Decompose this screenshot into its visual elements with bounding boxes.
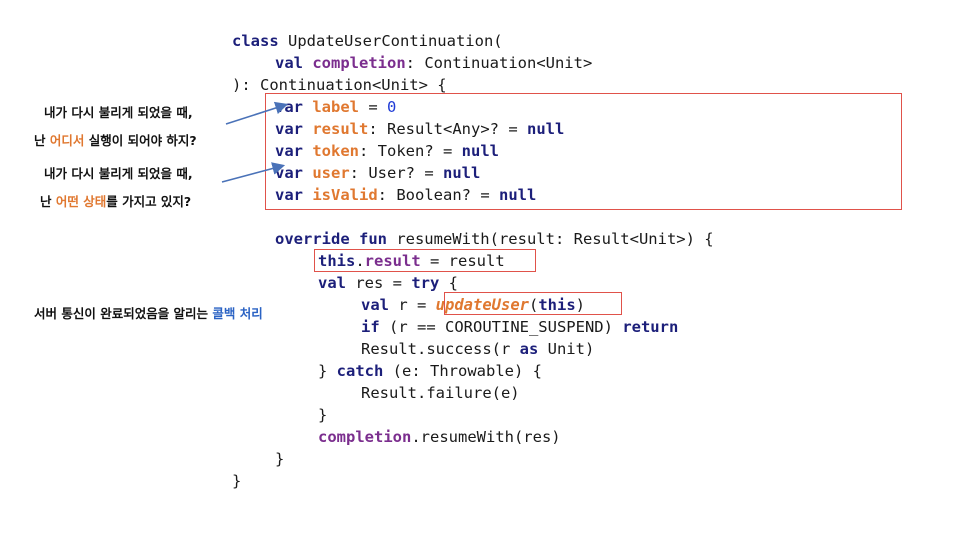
this-result-highlight-box	[314, 249, 536, 272]
arrow-to-label-field	[225, 101, 289, 125]
annotation-where-line1: 내가 다시 불리게 되었을 때,	[44, 105, 193, 120]
annotation-where-line2: 난 어디서 실행이 되어야 하지?	[34, 133, 197, 148]
code-line-override: override fun resumeWith(result: Result<U…	[275, 230, 714, 248]
code-line-completion: val completion: Continuation<Unit>	[275, 54, 593, 72]
code-line-success: Result.success(r as Unit)	[361, 340, 595, 358]
code-line-continuation: ): Continuation<Unit> {	[232, 76, 447, 94]
code-line-field-result: var result: Result<Any>? = null	[275, 120, 565, 138]
arrow-to-user-field	[221, 162, 286, 183]
update-user-highlight-box	[444, 292, 622, 315]
code-line-val-res: val res = try {	[318, 274, 458, 292]
code-line-failure: Result.failure(e)	[361, 384, 520, 402]
code-line-field-isvalid: var isValid: Boolean? = null	[275, 186, 537, 204]
annotation-callback: 서버 통신이 완료되었음을 알리는 콜백 처리	[34, 306, 263, 321]
code-line-field-user: var user: User? = null	[275, 164, 481, 182]
code-line-catch: } catch (e: Throwable) {	[318, 362, 542, 380]
fields-highlight-box	[265, 93, 902, 210]
code-line-this-result: this.result = result	[318, 252, 505, 270]
code-line-close-class: }	[232, 472, 242, 490]
annotation-state-line1: 내가 다시 불리게 되었을 때,	[44, 166, 193, 181]
code-line-if: if (r == COROUTINE_SUSPEND) return	[361, 318, 679, 336]
code-block: class UpdateUserContinuation( val comple…	[232, 30, 714, 536]
code-line-close-fun: }	[275, 450, 285, 468]
annotation-state-line2: 난 어떤 상태를 가지고 있지?	[40, 194, 192, 209]
code-line-close-catch: }	[318, 406, 328, 424]
code-line-class: class UpdateUserContinuation(	[232, 32, 503, 50]
code-line-val-r: val r = updateUser(this)	[361, 296, 586, 314]
code-line-field-token: var token: Token? = null	[275, 142, 499, 160]
code-line-completion-resume: completion.resumeWith(res)	[318, 428, 561, 446]
